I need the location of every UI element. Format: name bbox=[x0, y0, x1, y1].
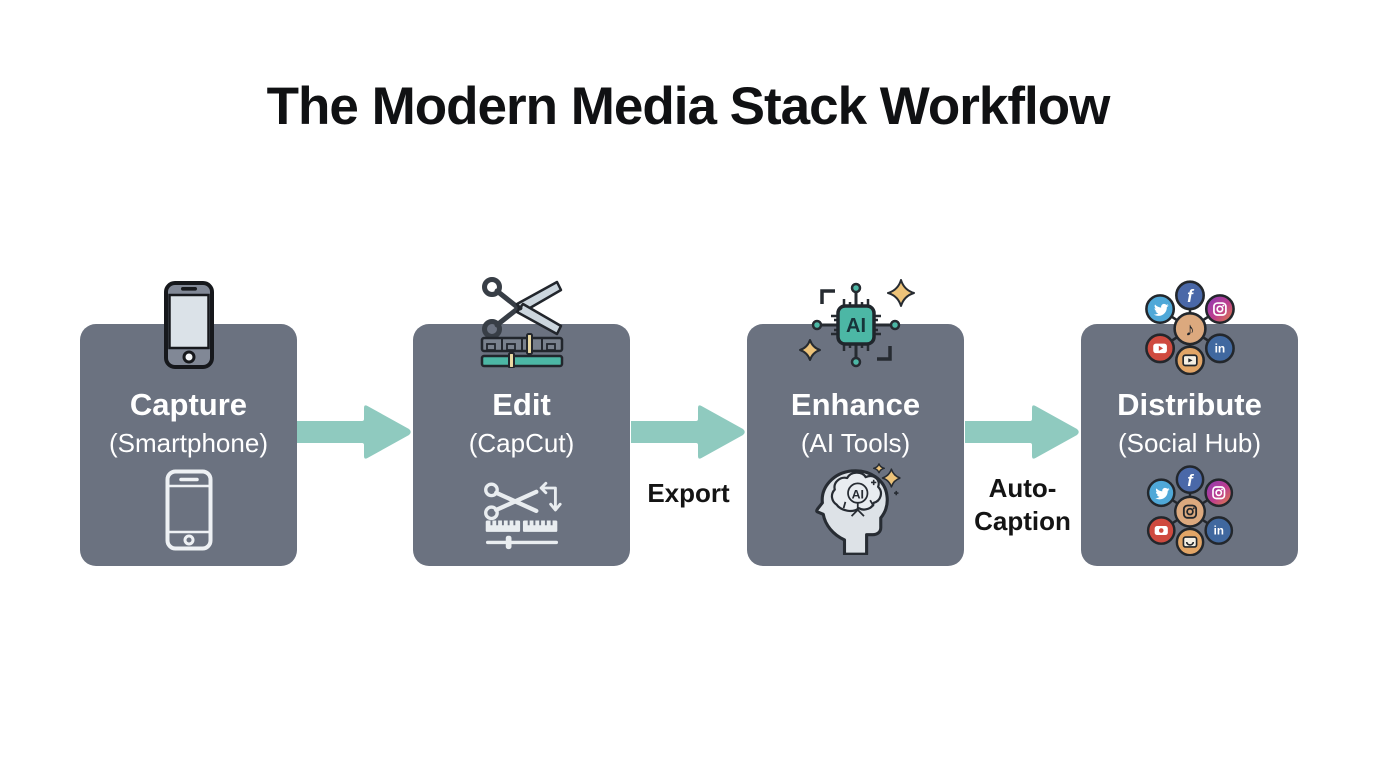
svg-text:♪: ♪ bbox=[1185, 319, 1194, 340]
scissors-timeline-icon bbox=[479, 274, 565, 373]
svg-text:AI: AI bbox=[851, 487, 863, 501]
edit-tools-icon bbox=[479, 467, 565, 556]
arrow-right-icon bbox=[631, 405, 745, 459]
step-sublabel: (AI Tools) bbox=[800, 428, 911, 458]
ai-brain-icon: AI bbox=[811, 463, 901, 560]
connector-label-export: Export bbox=[647, 478, 730, 508]
step-label: Enhance bbox=[790, 387, 921, 422]
smartphone-icon bbox=[163, 280, 215, 375]
svg-text:in: in bbox=[1213, 526, 1223, 538]
workflow-step-distribute: ♪ f in Distribute (Social Hub) bbox=[1081, 280, 1298, 566]
page-title: The Modern Media Stack Workflow bbox=[266, 77, 1111, 136]
arrow-right-icon bbox=[965, 405, 1079, 459]
connector-label-auto-caption: Auto- Caption bbox=[974, 473, 1071, 536]
svg-text:f: f bbox=[1187, 472, 1194, 490]
workflow-step-edit: Edit (CapCut) bbox=[413, 277, 630, 566]
social-network-icon: f in bbox=[1139, 464, 1241, 561]
step-sublabel: (Smartphone) bbox=[109, 428, 268, 458]
workflow-step-enhance: AI Enhance (AI Tools) AI bbox=[747, 279, 964, 566]
step-sublabel: (Social Hub) bbox=[1117, 428, 1262, 458]
step-label: Capture bbox=[129, 387, 248, 422]
svg-text:in: in bbox=[1214, 342, 1225, 356]
ai-chip-icon: AI bbox=[794, 278, 918, 377]
step-sublabel: (CapCut) bbox=[468, 428, 575, 458]
social-network-icon: ♪ f in bbox=[1137, 279, 1243, 380]
step-label: Distribute bbox=[1117, 387, 1262, 422]
arrow-right-icon bbox=[297, 405, 411, 459]
step-label: Edit bbox=[492, 387, 551, 422]
workflow-step-capture: Capture (Smartphone) bbox=[80, 281, 297, 566]
svg-text:AI: AI bbox=[846, 315, 866, 337]
smartphone-outline-icon bbox=[165, 469, 213, 556]
svg-text:f: f bbox=[1187, 287, 1195, 306]
